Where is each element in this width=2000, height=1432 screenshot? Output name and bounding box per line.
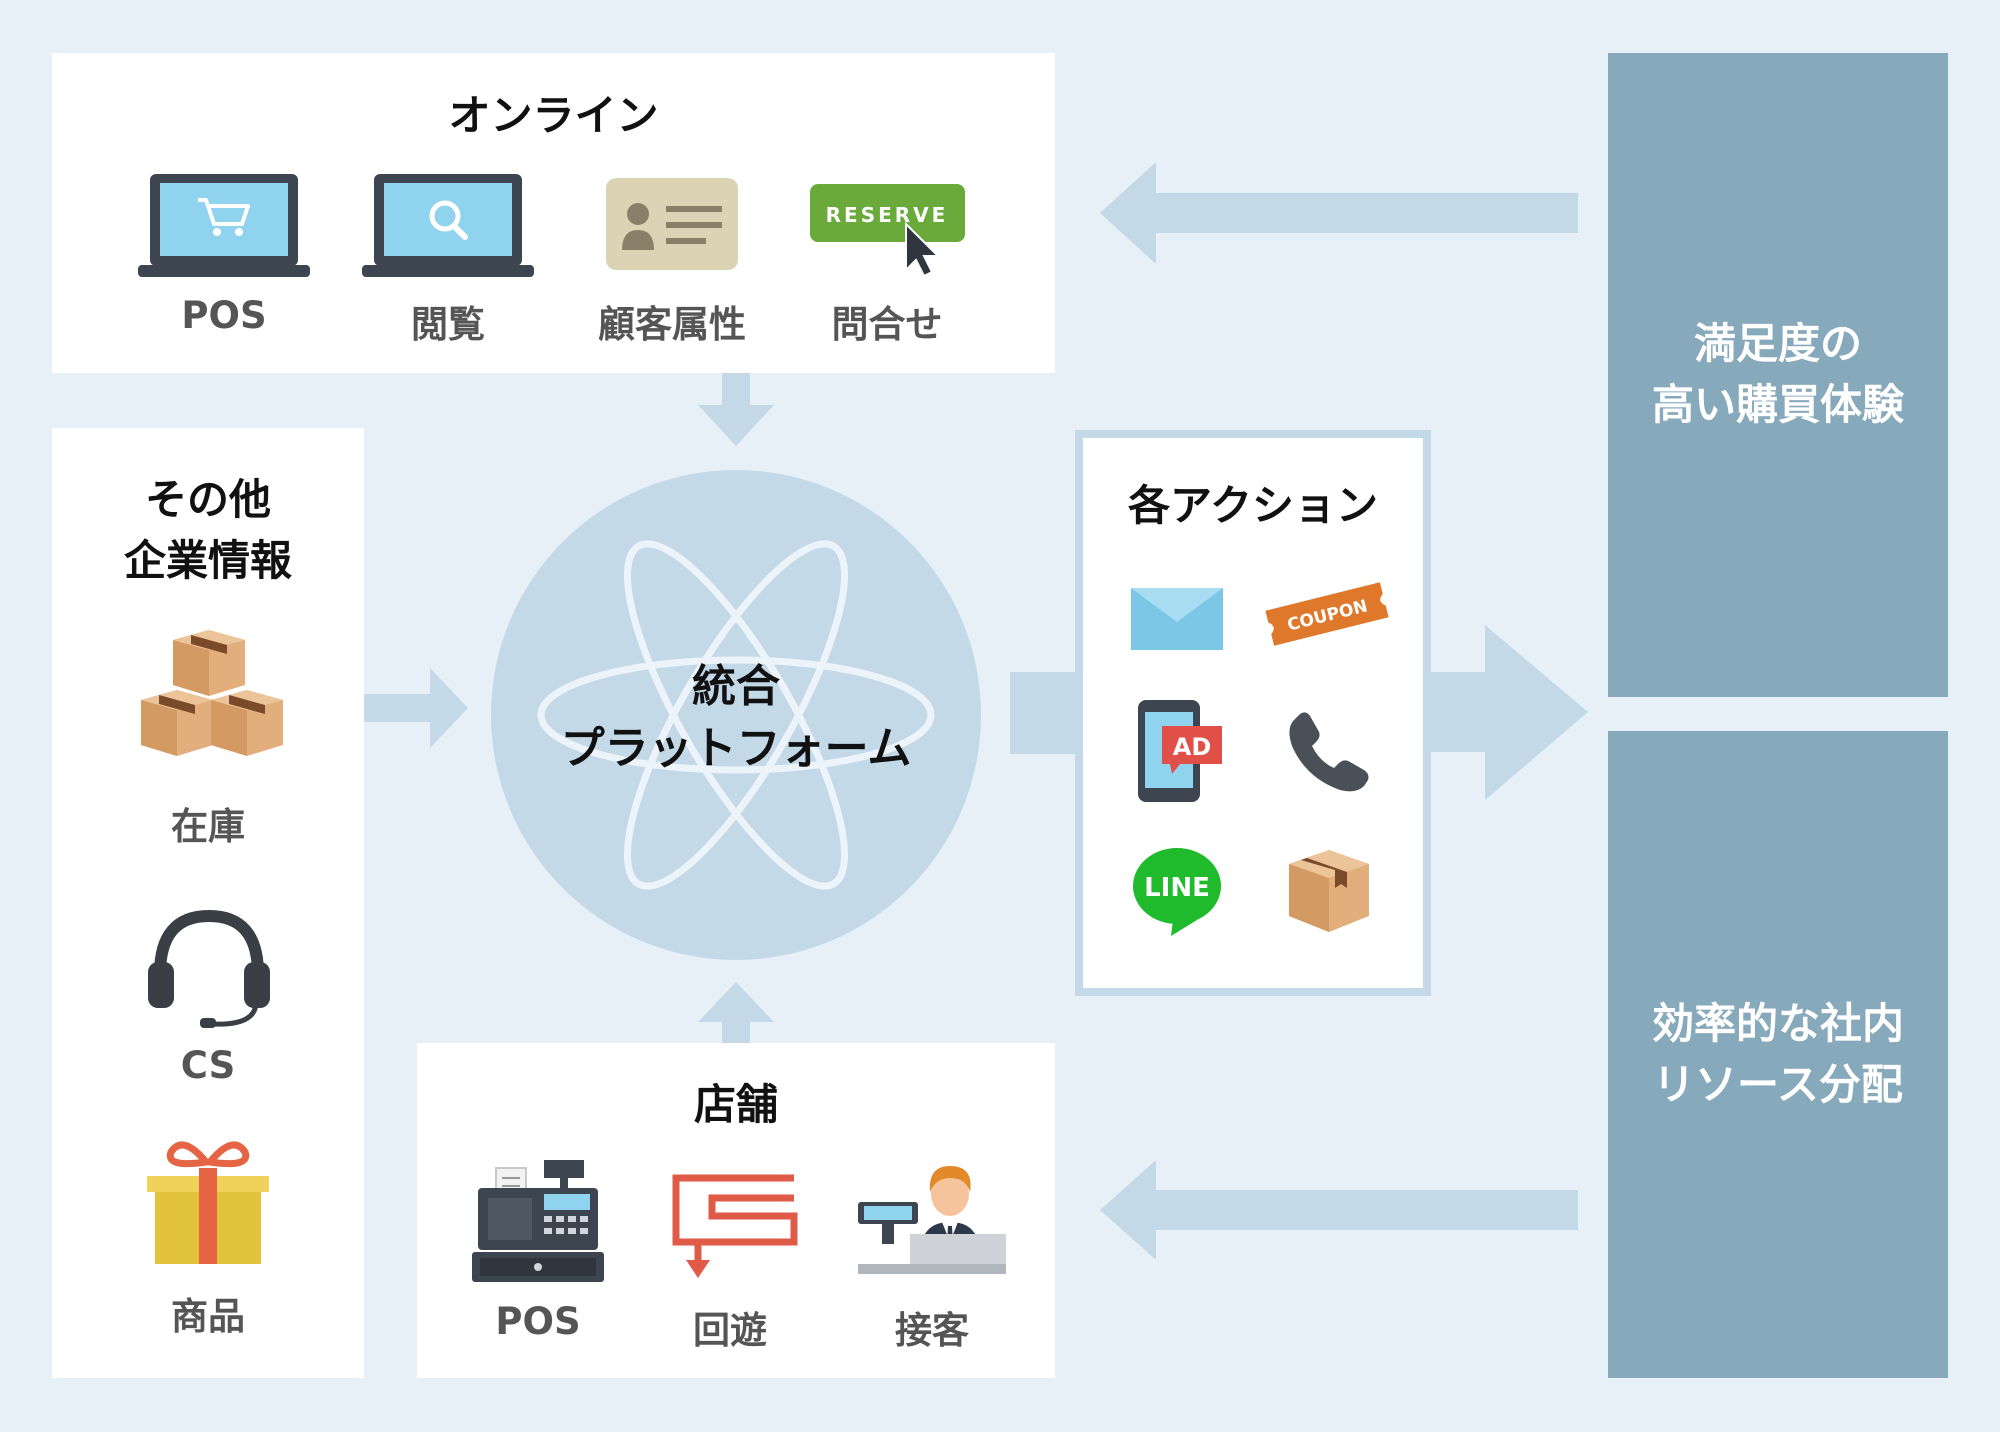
result-panel-resource-allocation: 効率的な社内 リソース分配: [1608, 731, 1948, 1378]
arrow-other-to-platform: [345, 668, 468, 748]
actions-title: 各アクション: [1128, 481, 1378, 530]
online-item-inquiry-label: 問合せ: [831, 303, 943, 346]
online-item-pos-label: POS: [181, 294, 267, 337]
gift-icon: [147, 1141, 269, 1264]
arrow-online-to-platform: [698, 356, 774, 446]
telephone-icon: [1289, 712, 1369, 792]
atom-icon: [537, 540, 935, 890]
reserve-button-icon: RESERVE: [810, 184, 965, 276]
phone-ad-icon: AD: [1138, 700, 1222, 802]
arrow-results-to-online: [1100, 162, 1578, 264]
clerk-icon: [858, 1166, 1006, 1274]
online-title: オンライン: [448, 91, 659, 140]
actions-box: [1075, 430, 1431, 996]
store-title: 店舗: [693, 1080, 778, 1129]
id-card-icon: [606, 178, 738, 270]
store-item-route-label: 回遊: [693, 1309, 767, 1352]
store-item-service-label: 接客: [895, 1309, 969, 1352]
platform-circle: [491, 470, 981, 960]
other-item-inventory-label: 在庫: [171, 805, 245, 848]
result-panel-resource-allocation-text: 効率的な社内 リソース分配: [1651, 998, 1904, 1109]
result-panel-purchase-experience-text: 満足度の 高い購買体験: [1651, 319, 1904, 429]
online-item-browse-label: 閲覧: [411, 303, 485, 346]
platform-title: 統合 プラットフォーム: [491, 656, 981, 779]
reserve-badge-text: RESERVE: [826, 203, 949, 227]
platform-title-line2: プラットフォーム: [560, 722, 912, 774]
other-info-title-line1: その他: [144, 475, 271, 524]
arrow-actions-to-results: [1430, 625, 1588, 800]
platform-title-line1: 統合: [692, 661, 780, 712]
headset-icon: [148, 909, 270, 1028]
online-item-attributes-label: 顧客属性: [598, 303, 746, 346]
store-item-pos-label: POS: [495, 1300, 581, 1343]
arrow-store-to-platform: [698, 982, 774, 1058]
phone-ad-icon-text: AD: [1173, 733, 1212, 761]
route-icon: [672, 1174, 798, 1278]
other-info-title: その他 企業情報: [52, 470, 364, 592]
cash-register-icon: [472, 1160, 604, 1282]
mail-icon: [1131, 588, 1223, 650]
laptop-cart-icon: [138, 174, 310, 277]
result-panel-purchase-experience: 満足度の 高い購買体験: [1608, 53, 1948, 697]
arrow-results-to-store: [1100, 1160, 1578, 1260]
line-icon: LINE: [1133, 848, 1221, 936]
laptop-search-icon: [362, 174, 534, 277]
line-icon-text: LINE: [1144, 873, 1210, 903]
other-item-cs-label: CS: [180, 1044, 236, 1087]
other-info-title-line2: 企業情報: [123, 535, 292, 585]
coupon-icon: COUPON: [1265, 582, 1389, 646]
other-item-products-label: 商品: [171, 1295, 245, 1338]
package-icon: [1289, 850, 1369, 932]
boxes-icon: [141, 630, 283, 756]
